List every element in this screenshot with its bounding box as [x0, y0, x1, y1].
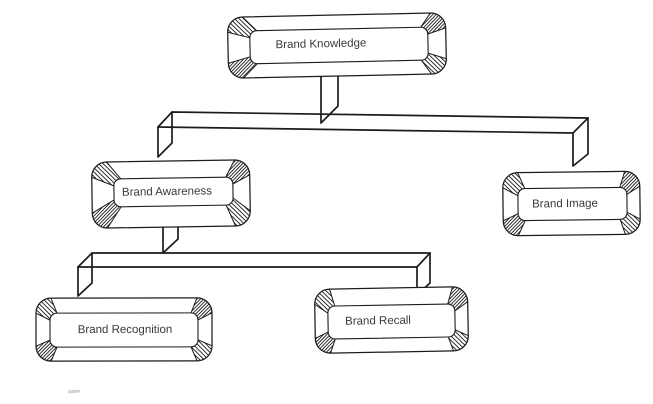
corner-bevel-edge	[428, 52, 447, 60]
corner-bevel-edge	[420, 59, 433, 75]
node-label: Brand Awareness	[122, 185, 212, 198]
connector-drop-left	[157, 111, 173, 158]
box-3d-shape	[91, 159, 251, 229]
connector-drop-left	[77, 252, 93, 297]
corner-bevel-edge	[50, 346, 58, 362]
node-label: Brand Knowledge	[275, 37, 366, 51]
corner-bevel-edge	[517, 220, 526, 236]
connector-drop-right	[572, 117, 589, 167]
box-front-face	[113, 176, 234, 208]
box-front-face	[327, 303, 456, 340]
corner-bevel-edge	[447, 336, 455, 352]
node-label: Brand Recognition	[78, 324, 173, 336]
node-brand-image[interactable]: Brand Image	[476, 145, 653, 256]
connector-stem	[320, 59, 339, 124]
corner-bevel-edge	[454, 301, 468, 312]
box-3d-shape	[35, 297, 213, 362]
node-brand-awareness[interactable]: Brand Awareness	[59, 126, 276, 256]
box-3d-shape	[227, 12, 447, 79]
corner-bevel-edge	[107, 206, 122, 229]
corner-bevel-edge	[243, 63, 258, 79]
corner-bevel-edge	[91, 176, 115, 187]
node-label: Brand Recall	[345, 315, 411, 328]
connector-brand-knowledge-children	[157, 59, 589, 167]
box-front-face	[49, 312, 199, 348]
box-3d-shape	[314, 286, 469, 354]
node-label: Brand Image	[532, 198, 598, 211]
corner-bevel-edge	[315, 331, 329, 339]
corner-bevel-edge	[197, 312, 213, 321]
box-front-face	[517, 186, 628, 222]
connector-crossbar	[157, 111, 589, 134]
corner-bevel-edge	[225, 159, 235, 178]
node-brand-recall[interactable]: Brand Recall	[289, 262, 494, 375]
corner-bevel-edge	[454, 329, 469, 337]
corner-bevel-edge	[502, 187, 519, 197]
box-3d-shape	[502, 170, 641, 237]
box-front-face	[249, 26, 429, 65]
node-brand-knowledge[interactable]: Brand Knowledge	[202, 0, 471, 104]
node-brand-recognition[interactable]: Brand Recognition	[11, 273, 237, 382]
connector-crossbar	[77, 252, 431, 268]
